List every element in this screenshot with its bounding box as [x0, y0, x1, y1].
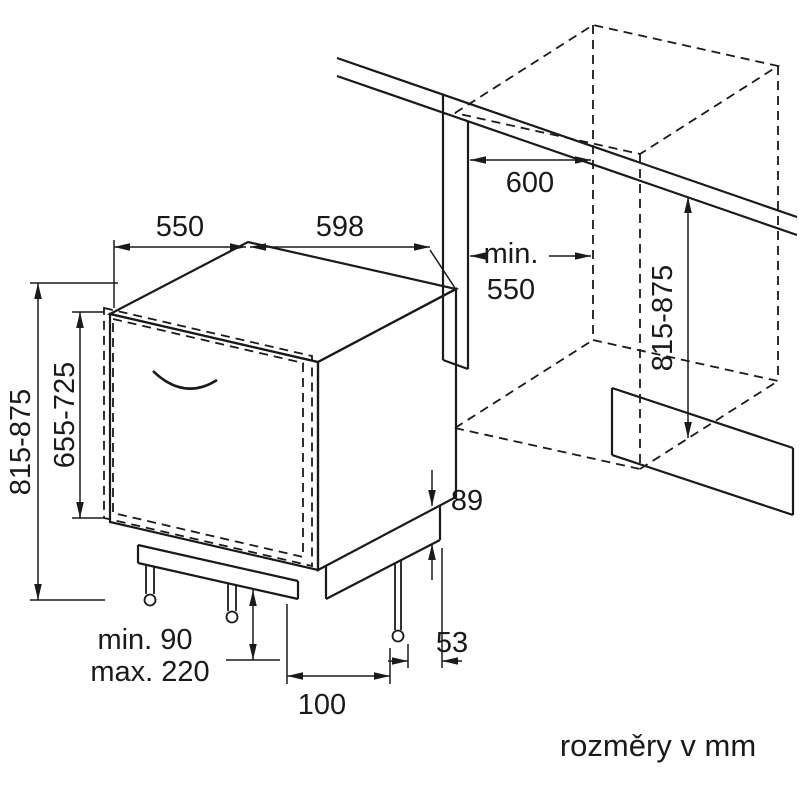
- dim-base-frame: 89: [428, 470, 483, 580]
- dim-base-frame-label: 89: [451, 485, 483, 517]
- door-handle: [152, 370, 218, 390]
- dim-plinth-max-label: max. 220: [90, 656, 209, 688]
- dim-plinth-min-label: min. 90: [97, 624, 192, 656]
- dim-front-foot: 100: [286, 604, 391, 721]
- dim-rear-foot-label: 53: [436, 627, 468, 659]
- worktop: [336, 56, 798, 237]
- dim-rear-foot: 53: [388, 548, 468, 668]
- dishwasher-body: [106, 240, 460, 600]
- dim-niche-width-label: 600: [506, 167, 554, 199]
- dim-niche-height-label: 815-875: [647, 265, 679, 371]
- dim-top-depth: 550: [113, 211, 246, 308]
- niche-outline-dashed: [454, 24, 781, 470]
- dim-niche-width: 600: [470, 156, 591, 199]
- dim-plinth-height: min. 90 max. 220: [90, 590, 280, 688]
- dim-niche-min: min. 550: [470, 238, 591, 306]
- dim-front-foot-label: 100: [298, 689, 346, 721]
- plinth: [136, 543, 300, 601]
- dim-width: 598: [250, 211, 456, 289]
- dim-door-height: 655-725: [49, 311, 104, 519]
- adjustable-foot: [391, 561, 405, 643]
- dim-niche-min-label: min.: [484, 238, 539, 270]
- dim-door-height-label: 655-725: [49, 362, 81, 468]
- dishwasher-door: [103, 306, 313, 568]
- adjacent-cabinet-base: [610, 386, 795, 517]
- dim-appliance-height: 815-875: [5, 282, 118, 601]
- dim-niche-min-value: 550: [487, 274, 535, 306]
- adjustable-feet: [143, 561, 405, 643]
- dim-top-depth-label: 550: [156, 211, 204, 243]
- dim-width-label: 598: [316, 211, 364, 243]
- dim-appliance-height-label: 815-875: [5, 389, 37, 495]
- adjustable-foot: [225, 583, 239, 624]
- units-caption: rozměry v mm: [560, 728, 756, 763]
- adjustable-foot: [143, 565, 157, 607]
- dim-niche-height: 815-875: [647, 197, 692, 438]
